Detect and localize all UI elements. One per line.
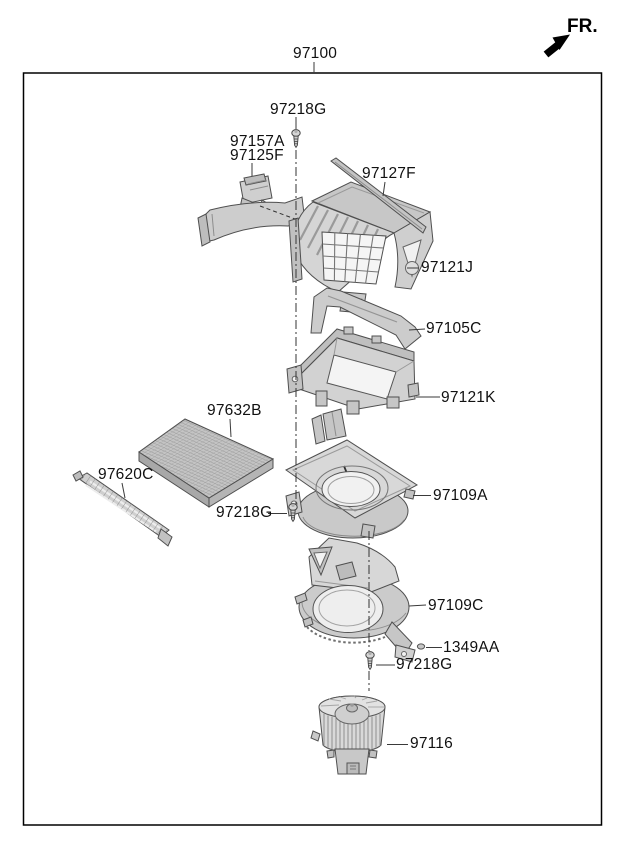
front-direction-arrow-icon bbox=[543, 34, 570, 58]
part-label-97218G-bottom: 97218G bbox=[396, 656, 453, 673]
part-label-97109A: 97109A bbox=[433, 487, 488, 504]
part-97121J-drawing bbox=[288, 181, 434, 314]
part-label-97218G-top: 97218G bbox=[270, 101, 327, 118]
part-97116-drawing bbox=[310, 695, 386, 775]
part-97109A-drawing bbox=[285, 408, 418, 539]
part-label-97218G-middle: 97218G bbox=[216, 504, 273, 521]
leader-lines bbox=[121, 117, 442, 745]
diagram-frame bbox=[22, 72, 603, 826]
part-label-97157A: 97157A bbox=[230, 133, 285, 150]
part-97620C-drawing bbox=[72, 470, 173, 547]
assembly-number-label: 97100 bbox=[293, 45, 338, 62]
part-97105C-drawing bbox=[310, 287, 422, 350]
part-97121K-drawing bbox=[286, 326, 420, 415]
part-label-1349AA: 1349AA bbox=[443, 639, 500, 656]
part-97127F-drawing bbox=[330, 157, 427, 234]
part-label-97121K: 97121K bbox=[441, 389, 496, 406]
actuator-alignment-line bbox=[259, 205, 296, 220]
part-label-97109C: 97109C bbox=[428, 597, 484, 614]
assembly-centerlines bbox=[295, 150, 370, 691]
part-label-97127F: 97127F bbox=[362, 165, 416, 182]
part-label-97121J: 97121J bbox=[421, 259, 474, 276]
part-label-97632B: 97632B bbox=[207, 402, 262, 419]
front-direction-label: FR. bbox=[567, 16, 598, 37]
part-label-97105C: 97105C bbox=[426, 320, 482, 337]
part-label-97125F: 97125F bbox=[230, 147, 284, 164]
screw-97218G-bottom bbox=[365, 651, 375, 670]
part-1349AA-drawing bbox=[416, 643, 426, 650]
screw-97218G-top bbox=[291, 129, 301, 148]
part-label-97620C: 97620C bbox=[98, 466, 154, 483]
part-97109C-drawing bbox=[294, 537, 416, 663]
part-label-97116: 97116 bbox=[410, 735, 453, 752]
part-97632B-drawing bbox=[138, 418, 275, 508]
